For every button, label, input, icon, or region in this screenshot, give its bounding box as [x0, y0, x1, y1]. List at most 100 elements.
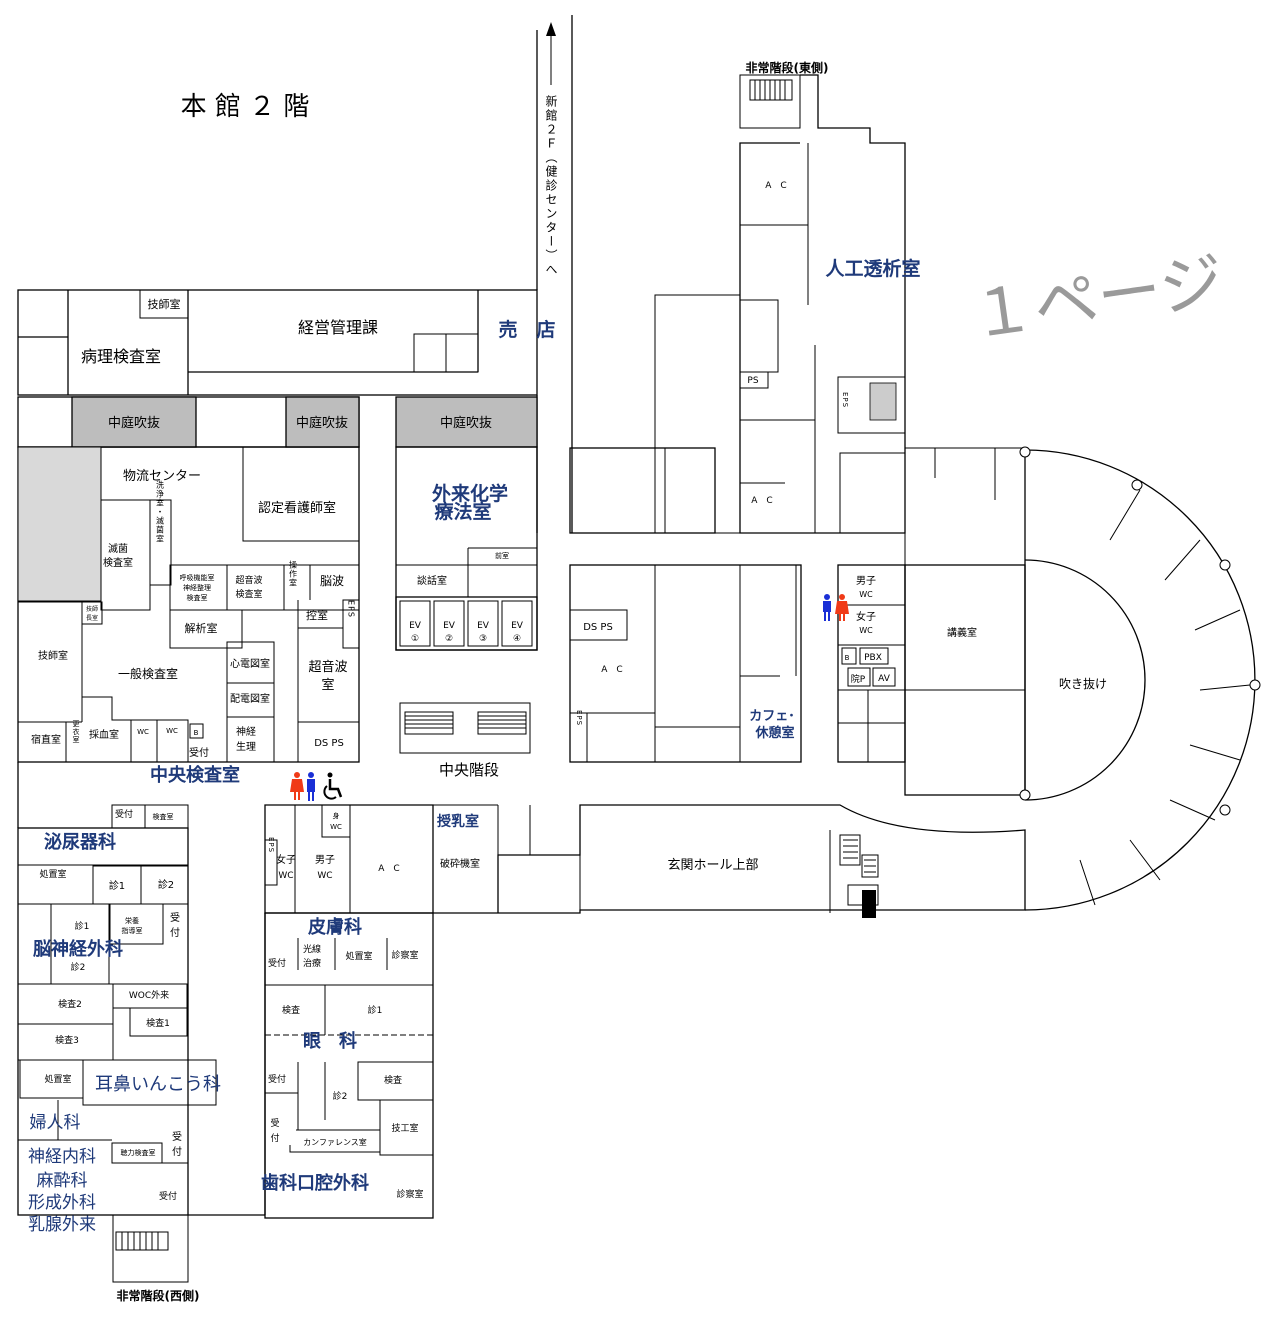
- eye-shin1-label: 診1: [368, 1004, 383, 1016]
- ev4n-label: ④: [513, 634, 521, 644]
- kaiseki-label: 解析室: [185, 621, 218, 635]
- ac-2-label: A C: [765, 181, 786, 191]
- chuo-kaidan-label: 中央階段: [439, 761, 499, 779]
- conference-label: カンファレンス室: [303, 1137, 367, 1147]
- restroom-icons-east: [823, 594, 849, 621]
- kosen-1-label: 光線: [303, 943, 321, 955]
- walls-lower-center: [264, 912, 434, 1219]
- baiten-label: 売 店: [498, 318, 555, 341]
- av-label: AV: [878, 674, 891, 684]
- walls-lower-left: [17, 762, 266, 1283]
- hinyoki-label: 泌尿器科: [44, 831, 116, 853]
- shukuchoku-label: 宿直室: [31, 733, 61, 746]
- nintei-label: 認定看護師室: [258, 500, 336, 516]
- gishicho-2-label: 長室: [86, 614, 98, 622]
- wc-a-label: WC: [137, 728, 149, 736]
- male-restroom-icon: [307, 772, 315, 801]
- pbx-label: PBX: [864, 653, 882, 663]
- joshi-wc-1-label: 女子: [856, 610, 876, 623]
- mekkin-2-label: 検査室: [103, 556, 133, 569]
- ac-4-label: A C: [378, 864, 399, 874]
- gairai-kagaku-2-label: 療法室: [434, 500, 491, 523]
- central-stairs-icon: [399, 702, 531, 754]
- masui-label: 麻酔科: [37, 1171, 88, 1191]
- gairai-kagaku-1-label: 外来化学: [432, 482, 508, 505]
- derm-shochi-label: 処置室: [345, 950, 372, 962]
- ev2-label: EV: [443, 621, 456, 631]
- ev1n-label: ①: [411, 634, 419, 644]
- b-1-label: B: [194, 729, 199, 737]
- sosa-label: 操作室: [289, 560, 298, 588]
- jinko-toseki-label: 人工透析室: [825, 257, 920, 280]
- danshi-wc-2-label: WC: [859, 590, 873, 599]
- danshi-wc-1-label: 男子: [856, 575, 876, 587]
- fukinuke-label: 吹き抜け: [1059, 677, 1107, 691]
- giko-label: 技工室: [391, 1122, 418, 1134]
- neuro-uke-1-label: 受: [170, 912, 180, 924]
- neuro-shin1-label: 診1: [75, 920, 90, 932]
- ac-1-label: A C: [601, 665, 622, 675]
- hijo-west-label: 非常階段(西側): [117, 1288, 200, 1303]
- eps-4-label: EPS: [267, 837, 275, 853]
- mekkin-1-label: 滅菌: [108, 543, 128, 555]
- jibi-label: 耳鼻いんこう科: [95, 1074, 221, 1095]
- nakaniwa-2-label: 中庭吹抜: [296, 415, 348, 431]
- neuro-shin2-label: 診2: [71, 961, 86, 973]
- ac-3-label: A C: [751, 496, 772, 506]
- kensa1-label: 検査1: [146, 1017, 170, 1029]
- ev2n-label: ②: [445, 634, 453, 644]
- wc-b-label: WC: [166, 727, 178, 735]
- in-p-label: 院P: [851, 673, 866, 685]
- ganka-label: 眼 科: [303, 1030, 357, 1052]
- shinkei-2-label: 生理: [236, 740, 256, 753]
- choonpa-2-label: 室: [321, 677, 334, 693]
- chuo-kensa-label: 中央検査室: [150, 764, 240, 786]
- tashin-wc-1-label: 身: [333, 811, 340, 820]
- cafe-2-label: 休憩室: [754, 725, 794, 741]
- derm-uketsuke-label: 受付: [268, 957, 286, 969]
- hifu-label: 皮膚科: [308, 916, 362, 938]
- kokyu-3-label: 検査室: [187, 593, 208, 602]
- eye-kensa-label: 検査: [282, 1004, 300, 1016]
- shinkei-1-label: 神経: [236, 725, 256, 738]
- gishicho-1-label: 技師: [86, 605, 98, 613]
- shinkei-naika-label: 神経内科: [28, 1147, 96, 1167]
- joshi-wc-2-label: WC: [859, 626, 873, 635]
- dent-uke-1-label: 受: [270, 1117, 279, 1129]
- joshi2-2-label: WC: [278, 871, 293, 881]
- uro-uketsuke-label: 受付: [115, 808, 133, 820]
- ippan-label: 一般検査室: [118, 666, 178, 681]
- uro-kensa-label: 検査室: [153, 812, 174, 821]
- kogi-label: 講義室: [947, 626, 977, 639]
- noshinkei-label: 脳神経外科: [33, 938, 123, 960]
- dent-uke-2-label: 付: [270, 1133, 279, 1144]
- keisei-label: 形成外科: [28, 1193, 96, 1213]
- page-watermark: １ページ: [966, 245, 1229, 354]
- hikae-label: 控室: [306, 608, 328, 622]
- walls-corridor: [264, 804, 1026, 918]
- walls-central-lab: [17, 446, 360, 763]
- cafe-1-label: カフェ･: [749, 709, 795, 724]
- bottom-uketsuke-label: 受付: [159, 1190, 177, 1202]
- danshi2-1-label: 男子: [315, 854, 335, 866]
- kokyu-1-label: 呼吸機能室: [180, 573, 215, 582]
- choonpa-k-2-label: 検査室: [235, 588, 262, 600]
- kosen-2-label: 治療: [303, 957, 321, 969]
- eps-1-label: EPS: [347, 600, 356, 618]
- walls-middle-right: [569, 447, 802, 763]
- gyn-uke-2-label: 付: [172, 1145, 182, 1158]
- ev3-label: EV: [477, 621, 490, 631]
- senjo-label: 洗浄室・滅菌室: [156, 480, 165, 544]
- woc-label: WOC外来: [129, 989, 169, 1001]
- hasai-label: 破砕機室: [440, 857, 480, 870]
- title-label: 本 館 ２ 階: [181, 92, 310, 122]
- shika-label: 歯科口腔外科: [261, 1172, 369, 1194]
- zenshitsu-label: 前室: [495, 551, 509, 560]
- koi-label: 更衣室: [72, 720, 80, 744]
- gishi-top-label: 技師室: [148, 297, 181, 311]
- nakaniwa-1-label: 中庭吹抜: [108, 415, 160, 431]
- dsps-1-label: DS PS: [314, 738, 344, 749]
- haiden-label: 配電図室: [230, 692, 270, 705]
- saiketsu-label: 採血室: [89, 728, 119, 741]
